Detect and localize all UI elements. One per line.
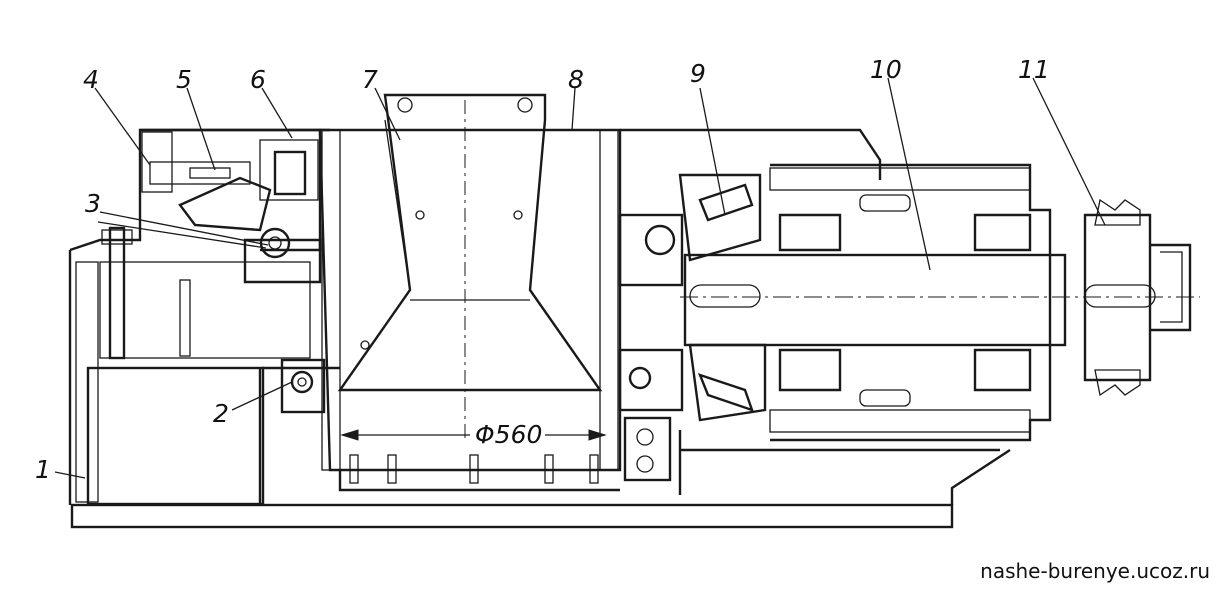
bottom-teeth [349,454,599,484]
site-watermark: nashe-burenye.ucoz.ru [980,559,1210,583]
callout-3: 3 [85,189,101,218]
callout-8: 8 [568,65,584,94]
top-cover [140,128,322,252]
callout-9: 9 [690,59,706,88]
drive-pinion-9 [678,173,767,422]
master-bushing-7 [337,93,603,440]
main-ball-bearing [259,227,291,259]
callout-labels: 1 2 3 4 5 6 7 8 9 10 11 [35,55,1050,484]
callout-10: 10 [870,55,902,84]
callout-2: 2 [213,399,229,428]
input-shaft-10 [680,163,1200,442]
callout-6: 6 [250,65,266,94]
roller-bearing-left [778,213,842,392]
center-housing-wall [618,128,1000,495]
callout-11: 11 [1018,55,1050,84]
base-plate [70,448,1011,529]
dimension-label: Φ560 [475,420,542,449]
oil-bath [99,226,311,360]
chain-sprocket-11 [1083,198,1192,397]
callout-7: 7 [362,65,378,94]
bevel-gear-ring [178,176,322,284]
roller-bearing-right [973,213,1032,392]
callout-5: 5 [176,65,192,94]
callout-1: 1 [35,455,51,484]
diameter-dimension: Φ560 [340,420,607,449]
callout-leaders [54,77,1106,479]
callout-4: 4 [83,65,99,94]
rotary-table-8 [318,128,622,492]
